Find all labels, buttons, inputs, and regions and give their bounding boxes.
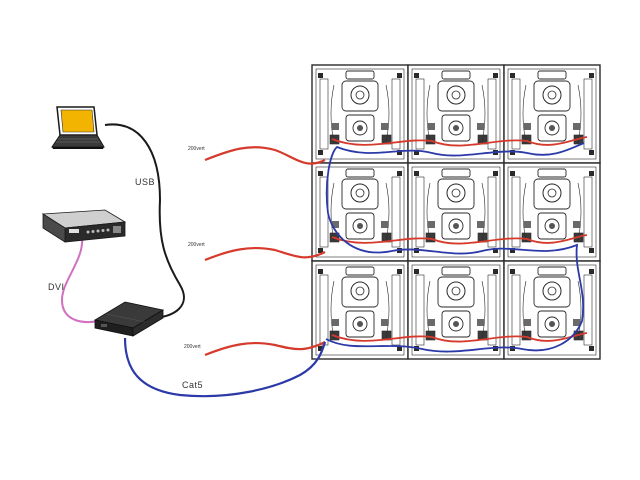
data-daisy-chain <box>325 142 585 353</box>
power-cable-3 <box>204 341 326 357</box>
led-cabinet <box>503 162 601 262</box>
led-cabinet <box>311 260 409 360</box>
dvi-label: DVI <box>48 282 65 292</box>
dvi-cable <box>60 234 103 324</box>
led-cabinet <box>503 260 601 360</box>
led-cabinet-wall <box>311 64 601 360</box>
led-cabinet <box>407 260 505 360</box>
power-daisy-chain <box>331 234 588 245</box>
led-cabinet <box>407 162 505 262</box>
power-label-3: 200vert <box>184 344 201 350</box>
power-cable-2 <box>204 246 326 262</box>
laptop-icon <box>51 106 105 149</box>
usb-cable <box>104 123 185 319</box>
cat5-label: Cat5 <box>182 380 203 390</box>
video-processor-icon <box>41 209 127 243</box>
cat5-cable <box>123 337 327 398</box>
sending-box-icon <box>93 301 165 337</box>
led-cabinet <box>503 64 601 164</box>
led-cabinet <box>311 162 409 262</box>
power-label-1: 200vert <box>188 146 205 152</box>
usb-label: USB <box>135 177 155 187</box>
led-cabinet <box>311 64 409 164</box>
led-cabinet <box>407 64 505 164</box>
power-label-2: 200vert <box>188 242 205 248</box>
power-daisy-chain <box>331 332 588 343</box>
power-daisy-chain <box>331 136 588 147</box>
power-cable-1 <box>204 146 326 165</box>
